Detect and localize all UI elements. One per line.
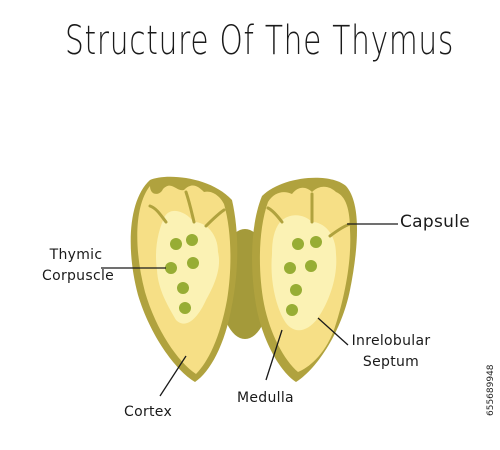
cortex-label: Cortex <box>124 404 173 420</box>
corpuscle <box>187 257 199 269</box>
corpuscle <box>286 304 298 316</box>
diagram-title: Structure Of The Thymus <box>65 18 455 64</box>
right-lobe-corpuscles <box>284 236 322 316</box>
thymic-corpuscle-label-line1: Thymic <box>49 247 103 263</box>
corpuscle <box>170 238 182 250</box>
interlobular-septum-label: Inrelobular Septum <box>346 331 436 373</box>
interlobular-septum-label-line2: Septum <box>362 354 420 370</box>
left-lobe <box>130 176 238 382</box>
stock-id-watermark: 655689948 <box>486 364 496 416</box>
corpuscle <box>292 238 304 250</box>
medulla-leader-line <box>265 329 283 381</box>
thymic-corpuscle-label-line2: Corpuscle <box>42 268 115 284</box>
corpuscle <box>177 282 189 294</box>
corpuscle <box>284 262 296 274</box>
thymic-corpuscle-label: Thymic Corpuscle <box>42 245 115 287</box>
left-lobe-septum <box>148 190 226 228</box>
corpuscle <box>290 284 302 296</box>
left-lobe-medulla <box>155 210 220 324</box>
medulla-label: Medulla <box>237 390 294 406</box>
capsule-label: Capsule <box>400 212 470 232</box>
corpuscle <box>310 236 322 248</box>
corpuscle <box>186 234 198 246</box>
left-lobe-corpuscles <box>165 234 199 314</box>
leader-lines <box>101 223 398 397</box>
interlobular-septum-label-line1: Inrelobular <box>351 333 431 349</box>
corpuscle <box>305 260 317 272</box>
cortex-leader-line <box>159 355 187 397</box>
right-lobe <box>252 177 357 382</box>
corpuscle <box>179 302 191 314</box>
septum-leader-line <box>317 317 349 346</box>
corpuscle <box>165 262 177 274</box>
